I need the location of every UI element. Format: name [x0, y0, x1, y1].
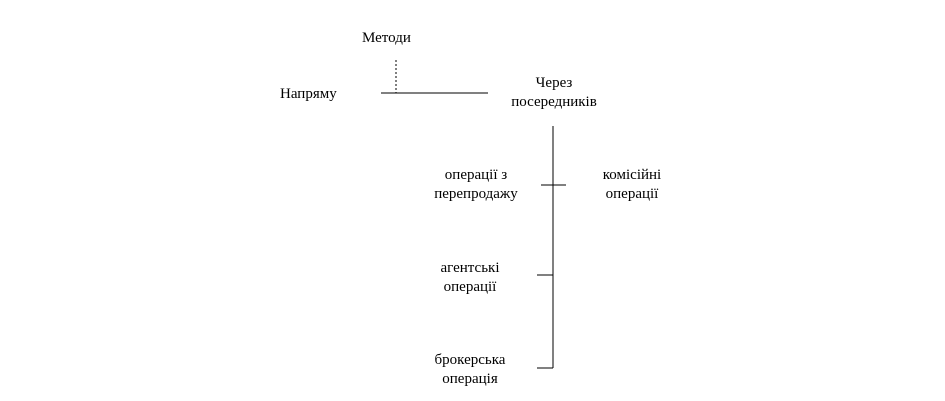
brokerage-line1: брокерська [434, 352, 506, 368]
intermediary-line1: Через [535, 75, 573, 91]
brokerage-line2: операція [442, 371, 498, 387]
resale-line2: перепродажу [434, 186, 518, 202]
resale-label: операції з перепродажу [416, 166, 536, 204]
agency-line1: агентські [440, 260, 500, 276]
agency-line2: операції [443, 279, 497, 295]
agency-label: агентські операції [420, 259, 520, 297]
direct-label: Напряму [280, 86, 337, 102]
brokerage-label: брокерська операція [416, 351, 524, 389]
commission-line1: комісійні [602, 167, 662, 183]
root-label: Методи [362, 30, 411, 46]
commission-line2: операції [605, 186, 659, 202]
commission-label: комісійні операції [582, 166, 682, 204]
intermediary-label: Через посередників [496, 74, 612, 112]
intermediary-line2: посередників [511, 94, 597, 110]
resale-line1: операції з [444, 167, 508, 183]
